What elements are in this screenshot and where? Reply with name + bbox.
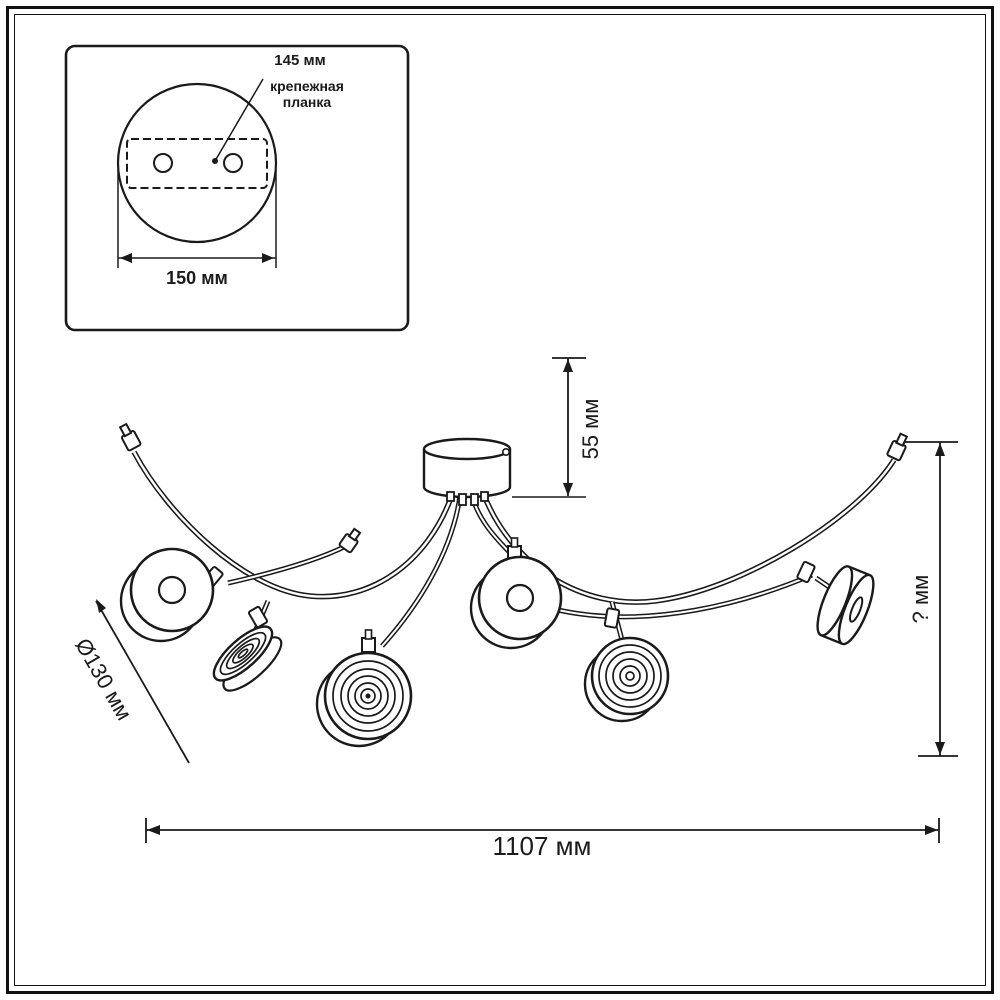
canopy-height-dimension: [512, 357, 586, 498]
fixture: [118, 422, 909, 748]
total-width-dimension: [145, 818, 940, 843]
dimension-lines: [95, 357, 958, 843]
leader-line: [214, 78, 264, 162]
canopy-height-label: 55 мм: [578, 398, 603, 460]
arm-finial-left: [118, 422, 142, 452]
plate-width-dimension: [117, 170, 277, 268]
canopy-screw: [501, 447, 510, 456]
spotlight-head-5: [583, 636, 670, 723]
plate-width-label: 150 мм: [166, 268, 228, 288]
mounting-plate-circle: [116, 82, 278, 244]
spotlight-head-4: [469, 537, 563, 650]
spotlight-head-3: [315, 629, 413, 748]
mounting-hole-right: [223, 153, 243, 173]
fixture-height-label: ? мм: [908, 574, 933, 624]
mounting-bar-label: крепежная планка: [270, 78, 344, 111]
mounting-plate-inset: [64, 44, 410, 332]
fixture-height-dimension: [904, 441, 958, 757]
mounting-hole-left: [153, 153, 173, 173]
total-width-label: 1107 мм: [492, 831, 592, 861]
mounting-bar-dashed: [126, 138, 268, 189]
spotlight-head-1: [119, 547, 215, 643]
arm-finial-right: [886, 432, 909, 462]
arm-finial-center: [338, 527, 362, 554]
head-diameter-dimension: [95, 599, 190, 764]
ceiling-canopy: [422, 437, 512, 506]
hole-spacing-label: 145 мм: [274, 52, 326, 69]
canopy-stem-collars: [446, 491, 489, 506]
spotlight-head-2: [212, 625, 283, 692]
spotlight-head-6: [816, 565, 875, 646]
